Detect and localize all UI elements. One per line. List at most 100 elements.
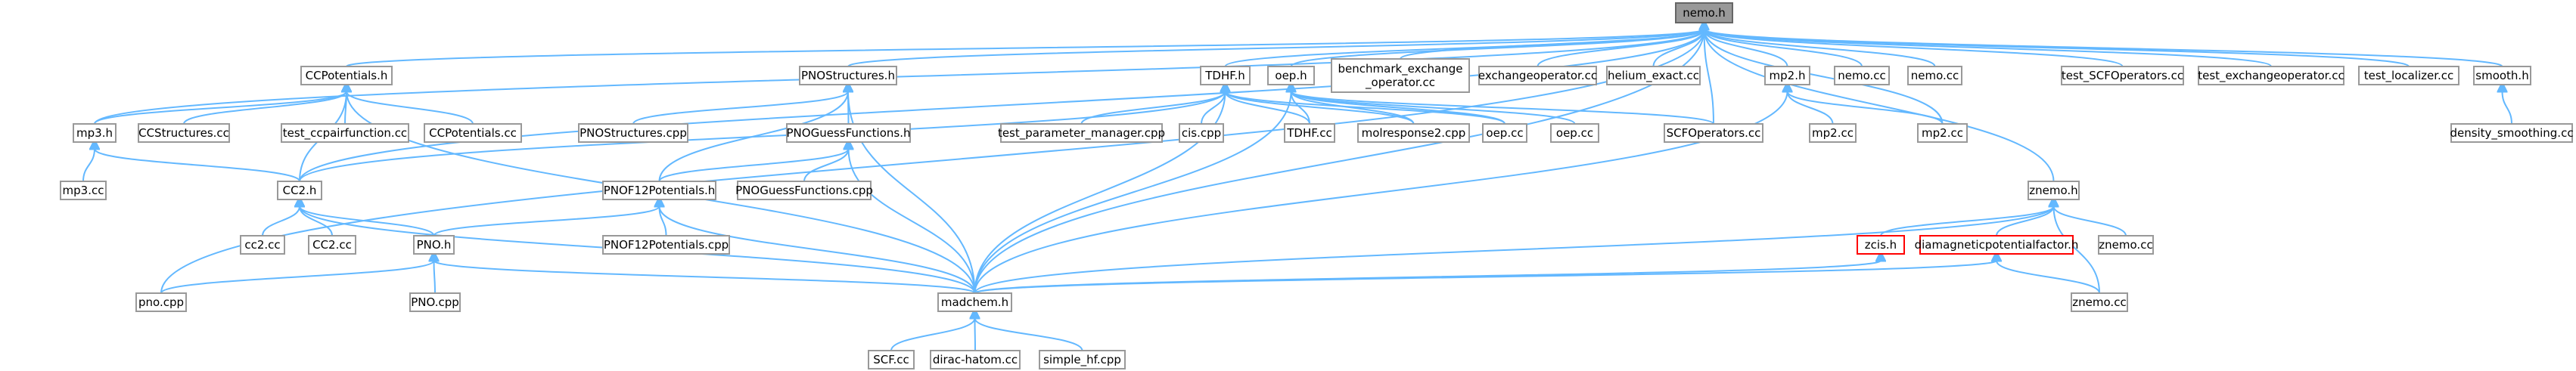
- node-oep-h[interactable]: oep.h: [1267, 66, 1315, 85]
- node-label: SCFOperators.cc: [1667, 126, 1761, 140]
- node-box: [578, 123, 688, 143]
- node-box: [413, 235, 455, 255]
- edge-madchem_h-to-scf_cc: [890, 318, 975, 351]
- node-box: [2198, 66, 2345, 85]
- edge-znemo_h-to-zcis_h: [1880, 206, 2054, 237]
- edge-cc2_h-to-pno_h: [300, 206, 435, 237]
- node-diamagnetic-h[interactable]: diamagneticpotentialfactor.h: [1915, 235, 2079, 255]
- edge-oep_h-to-scfoperators_cc: [1291, 91, 1714, 125]
- node-label: dirac-hatom.cc: [933, 353, 1018, 366]
- node-box: [409, 292, 461, 312]
- node-molresponse2-cpp[interactable]: molresponse2.cpp: [1357, 123, 1470, 143]
- node-mp2-h[interactable]: mp2.h: [1764, 66, 1810, 85]
- node-box: [277, 181, 322, 200]
- node-cc2-cc-1[interactable]: cc2.cc: [240, 235, 285, 255]
- node-label: nemo.cc: [1911, 69, 1959, 82]
- node-pnof12potentials-cpp[interactable]: PNOF12Potentials.cpp: [602, 235, 730, 255]
- edge-nemo_h-to-test_scfoperators_cc: [1704, 29, 2124, 67]
- node-mp2-cc-1[interactable]: mp2.cc: [1809, 123, 1857, 143]
- node-box: [737, 181, 872, 200]
- edge-nemo_h-to-znemo_h: [1704, 29, 2055, 182]
- edge-nemo_h-to-nemo_cc_1: [1704, 29, 1863, 67]
- node-ccpotentials-h[interactable]: CCPotentials.h: [300, 66, 393, 85]
- node-box: [1200, 66, 1251, 85]
- edge-diamagnetic_h-to-znemo_cc_2: [1996, 261, 2100, 294]
- node-pno-cpp-file[interactable]: PNO.cpp: [409, 292, 461, 312]
- node-cc2-h[interactable]: CC2.h: [277, 181, 322, 200]
- node-ccpotentials-cc[interactable]: CCPotentials.cc: [424, 123, 522, 143]
- node-box: [1478, 66, 1597, 85]
- node-test-ccpairfunction-cc[interactable]: test_ccpairfunction.cc: [281, 123, 409, 143]
- edge-nemo_h-to-cc2_h: [299, 29, 1704, 182]
- edge-pnof12potentials_h-to-pno_h: [433, 206, 660, 237]
- node-density-smoothing-cc[interactable]: density_smoothing.cc: [2450, 123, 2574, 143]
- node-pnof12potentials-h[interactable]: PNOF12Potentials.h: [602, 181, 716, 200]
- node-madchem-h[interactable]: madchem.h: [937, 292, 1012, 312]
- node-simple-hf-cpp[interactable]: simple_hf.cpp: [1039, 350, 1126, 369]
- node-oep-cc-2[interactable]: oep.cc: [1550, 123, 1599, 143]
- edge-tdhf_h-to-molresponse2_cpp: [1226, 91, 1415, 125]
- node-zcis-h[interactable]: zcis.h: [1857, 235, 1905, 255]
- node-test-scfoperators-cc[interactable]: test_SCFOperators.cc: [2061, 66, 2184, 85]
- node-test-exchangeoperator-cc[interactable]: test_exchangeoperator.cc: [2198, 66, 2345, 85]
- node-pnoguessfunctions-h[interactable]: PNOGuessFunctions.h: [786, 123, 911, 143]
- node-mp3-h[interactable]: mp3.h: [73, 123, 117, 143]
- node-benchmark[interactable]: benchmark_exchange_operator.cc: [1331, 58, 1470, 93]
- node-nemo-cc-1[interactable]: nemo.cc: [1834, 66, 1890, 85]
- node-box: [602, 235, 730, 255]
- node-nemo-h[interactable]: nemo.h: [1675, 2, 1733, 23]
- edge-pnoguessfunctions_h-to-pnof12potentials_h: [658, 149, 849, 182]
- node-znemo-cc-2[interactable]: znemo.cc: [2071, 292, 2128, 312]
- node-box: [1039, 350, 1126, 369]
- node-nemo-cc-2[interactable]: nemo.cc: [1907, 66, 1962, 85]
- node-znemo-cc-1[interactable]: znemo.cc: [2098, 235, 2154, 255]
- node-mp2-cc-2[interactable]: mp2.cc: [1917, 123, 1968, 143]
- node-box: [1907, 66, 1962, 85]
- edge-pno_h-to-pno_cpp_file: [434, 261, 436, 294]
- node-box: [930, 350, 1021, 369]
- node-exchangeoperator-cc[interactable]: exchangeoperator.cc: [1478, 66, 1597, 85]
- node-smooth-h[interactable]: smooth.h: [2473, 66, 2531, 85]
- node-pnoguessfunctions-cpp[interactable]: PNOGuessFunctions.cpp: [735, 181, 873, 200]
- edge-pnostructures_h-to-pnostructures_cpp: [632, 91, 848, 125]
- edge-ccpotentials_h-to-ccpotentials_cc: [346, 91, 474, 125]
- node-cis-cpp[interactable]: cis.cpp: [1179, 123, 1224, 143]
- node-tdhf-cc[interactable]: TDHF.cc: [1284, 123, 1335, 143]
- node-label: _operator.cc: [1365, 76, 1435, 90]
- node-oep-cc-1[interactable]: oep.cc: [1482, 123, 1527, 143]
- node-box: [1179, 123, 1224, 143]
- node-box: [73, 123, 117, 143]
- node-helium-exact-cc[interactable]: helium_exact.cc: [1606, 66, 1701, 85]
- node-box: [1675, 2, 1733, 23]
- node-cc2-cc-2[interactable]: CC2.cc: [308, 235, 356, 255]
- node-label: mp2.cc: [1922, 126, 1963, 140]
- node-test-localizer-cc[interactable]: test_localizer.cc: [2358, 66, 2459, 85]
- node-tdhf-h[interactable]: TDHF.h: [1200, 66, 1251, 85]
- node-label: znemo.cc: [2099, 238, 2152, 252]
- node-label: CC2.h: [283, 184, 317, 197]
- edge-nemo_h-to-pnostructures_h: [847, 29, 1704, 67]
- node-dirac-hatom-cc[interactable]: dirac-hatom.cc: [930, 350, 1021, 369]
- node-test-parameter-manager-cpp[interactable]: test_parameter_manager.cpp: [998, 123, 1165, 143]
- node-label: CCPotentials.h: [306, 69, 388, 82]
- node-box: [937, 292, 1012, 312]
- edge-tdhf_h-to-oep_cc_1: [1226, 91, 1506, 125]
- node-scf-cc[interactable]: SCF.cc: [868, 350, 915, 369]
- node-box: [799, 66, 897, 85]
- node-label: PNO.cpp: [411, 295, 459, 309]
- node-scfoperators-cc[interactable]: SCFOperators.cc: [1664, 123, 1763, 143]
- node-pno-cpp[interactable]: pno.cpp: [135, 292, 187, 312]
- node-label: oep.h: [1275, 69, 1307, 82]
- node-ccstructures-cc[interactable]: CCStructures.cc: [138, 123, 230, 143]
- edge-znemo_h-to-diamagnetic_h: [1996, 206, 2054, 237]
- node-pnostructures-h[interactable]: PNOStructures.h: [799, 66, 897, 85]
- node-pno-h[interactable]: PNO.h: [413, 235, 455, 255]
- node-znemo-h[interactable]: znemo.h: [2028, 181, 2080, 200]
- edge-tdhf_h-to-test_parameter_manager_cpp: [1080, 91, 1226, 125]
- node-box: [60, 181, 107, 200]
- node-pnostructures-cpp[interactable]: PNOStructures.cpp: [578, 123, 688, 143]
- edge-nemo_h-to-nemo_cc_2: [1704, 29, 1936, 67]
- node-box: [2358, 66, 2459, 85]
- node-mp3-cc[interactable]: mp3.cc: [60, 181, 107, 200]
